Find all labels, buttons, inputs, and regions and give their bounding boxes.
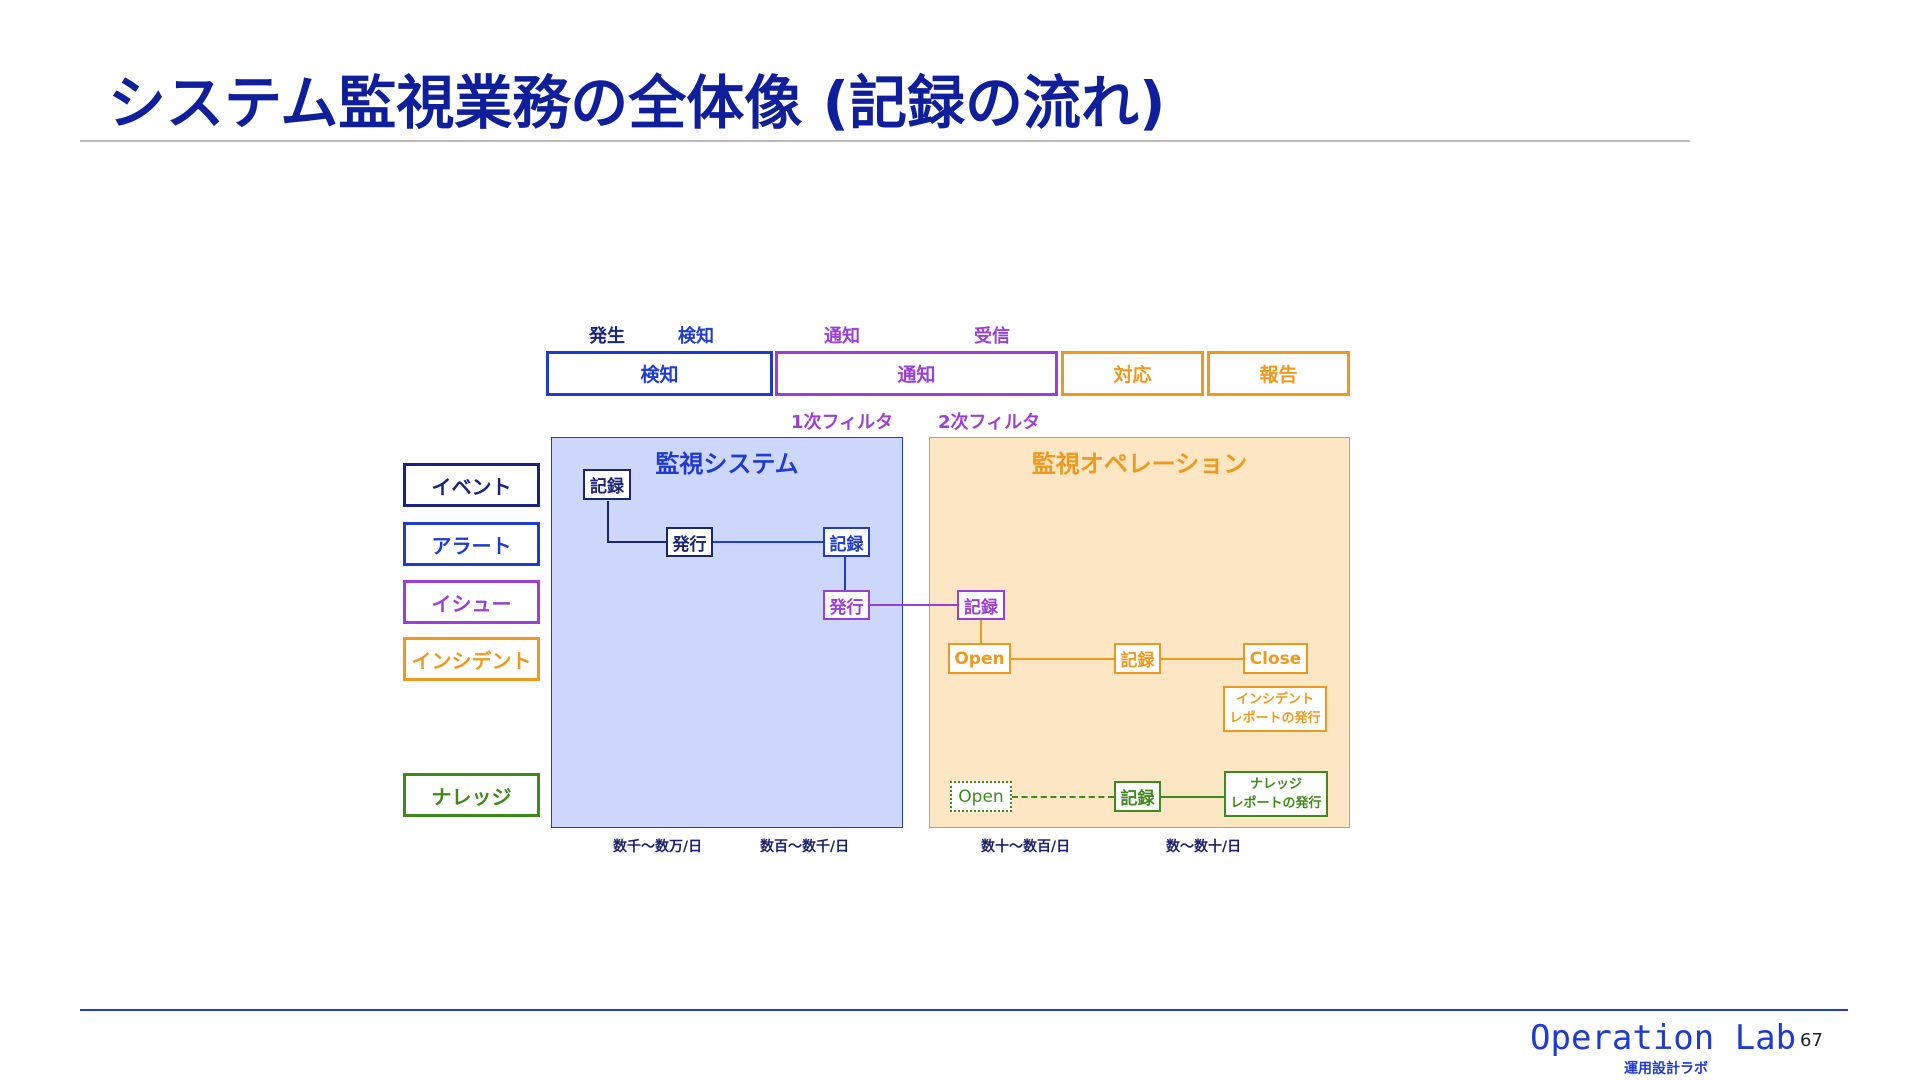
knowledge-report-line1: ナレッジ <box>1249 776 1302 792</box>
connector-event-horizontal <box>607 541 667 543</box>
node-alert-issue: 発行 <box>823 590 870 620</box>
legend-knowledge: ナレッジ <box>403 773 540 817</box>
filter-label-second: 2次フィルタ <box>938 412 1041 433</box>
connector-knowledge-dashed <box>1012 796 1114 798</box>
title-divider <box>80 140 1690 142</box>
phase-box-detect: 検知 <box>546 351 773 396</box>
node-event-issue: 発行 <box>666 527 713 557</box>
connector-alert-vertical <box>844 556 846 590</box>
legend-issue: イシュー <box>403 580 540 624</box>
footer-logo: Operation Lab <box>1530 1018 1797 1058</box>
legend-incident: インシデント <box>403 637 540 681</box>
page-title: システム監視業務の全体像 (記録の流れ) <box>108 69 1166 137</box>
rate-events: 数千〜数万/日 <box>613 839 703 855</box>
phase-box-respond: 対応 <box>1061 351 1204 396</box>
connector-incident-2 <box>1160 658 1244 660</box>
panel-monitoring-system: 監視システム <box>551 437 903 828</box>
node-knowledge-report: ナレッジ レポートの発行 <box>1224 771 1328 817</box>
phase-label-hassei: 発生 <box>589 326 625 347</box>
rate-alerts: 数百〜数千/日 <box>760 839 850 855</box>
phase-label-kenchi: 検知 <box>678 326 714 347</box>
incident-report-line2: レポートの発行 <box>1229 711 1321 726</box>
node-knowledge-open: Open <box>950 781 1012 812</box>
page-number: 67 <box>1800 1030 1823 1051</box>
legend-event: イベント <box>403 463 540 507</box>
node-knowledge-record: 記録 <box>1114 781 1161 812</box>
connector-knowledge-solid <box>1160 796 1225 798</box>
footer-subtitle: 運用設計ラボ <box>1624 1061 1708 1077</box>
connector-issue-to-incident <box>980 619 982 643</box>
footer-divider <box>80 1009 1848 1011</box>
incident-report-line1: インシデント <box>1235 691 1314 707</box>
connector-alert-horizontal <box>712 541 824 543</box>
rate-incidents: 数〜数十/日 <box>1166 839 1242 855</box>
connector-incident-1 <box>1010 658 1114 660</box>
node-issue-record: 記録 <box>957 590 1005 620</box>
rate-issues: 数十〜数百/日 <box>981 839 1071 855</box>
node-incident-open: Open <box>948 643 1011 674</box>
node-incident-close: Close <box>1243 643 1308 674</box>
panel-title-monitoring-operation: 監視オペレーション <box>1031 450 1248 478</box>
node-incident-record: 記録 <box>1114 643 1161 674</box>
phase-label-jushin: 受信 <box>974 326 1010 347</box>
connector-issue-horizontal <box>870 604 958 606</box>
phase-box-notify: 通知 <box>775 351 1058 396</box>
panel-monitoring-operation: 監視オペレーション <box>929 437 1350 828</box>
filter-label-first: 1次フィルタ <box>791 412 894 433</box>
connector-event-vertical <box>607 501 609 542</box>
panel-title-monitoring-system: 監視システム <box>655 450 799 478</box>
node-alert-record: 記録 <box>823 527 870 557</box>
node-incident-report: インシデント レポートの発行 <box>1223 686 1327 732</box>
phase-label-tsuchi: 通知 <box>824 326 860 347</box>
legend-alert: アラート <box>403 522 540 566</box>
phase-box-report: 報告 <box>1207 351 1350 396</box>
knowledge-report-line2: レポートの発行 <box>1230 796 1322 811</box>
node-event-record: 記録 <box>583 469 631 500</box>
